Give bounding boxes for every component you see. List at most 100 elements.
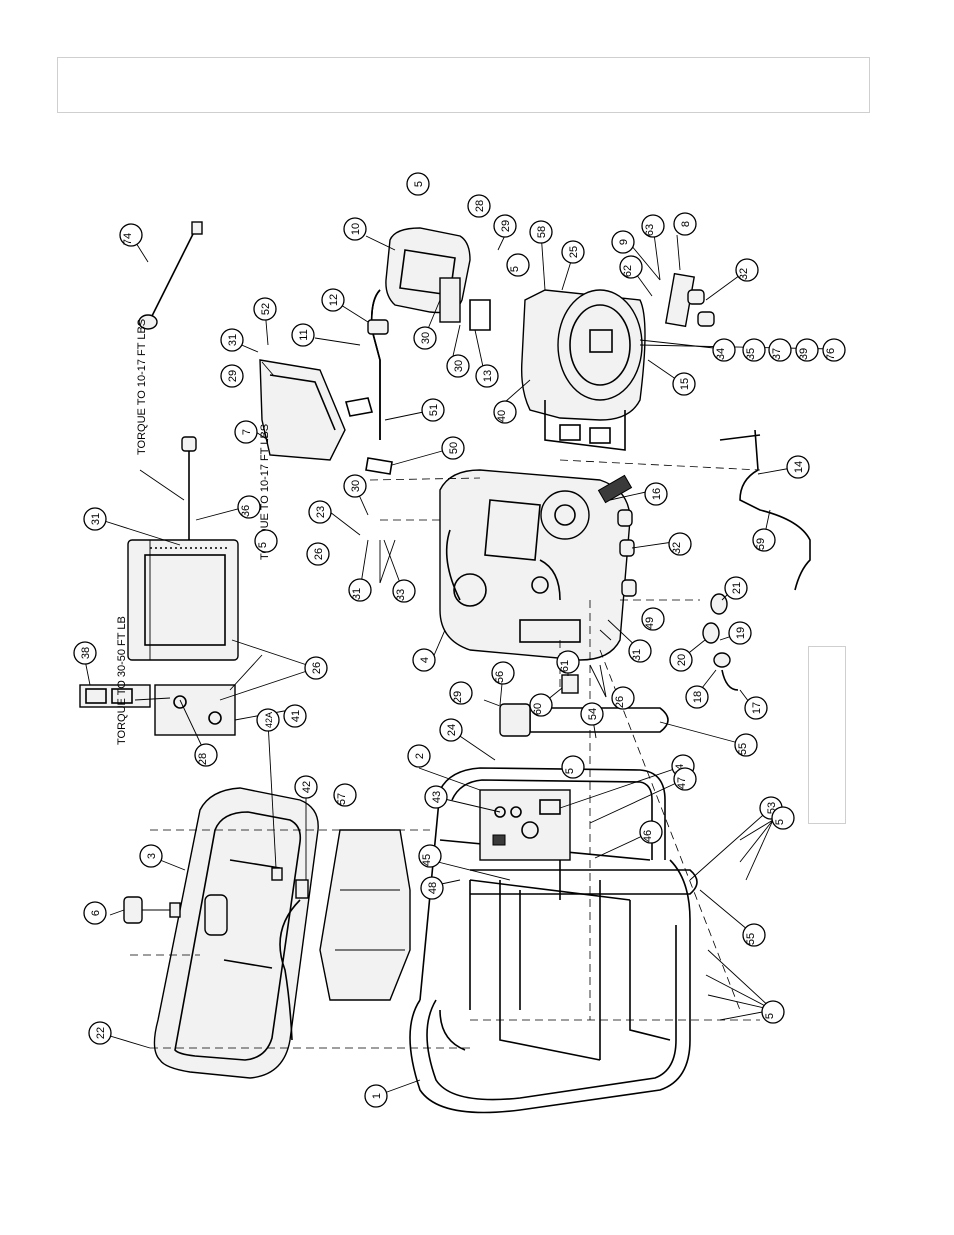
torque-note-2: TORQUE TO 10-17 FT LBS <box>259 424 271 560</box>
svg-text:59: 59 <box>755 538 767 550</box>
header-box <box>57 57 870 113</box>
frame-part <box>409 767 691 1114</box>
svg-text:13: 13 <box>482 370 494 382</box>
callout-3: 3 <box>139 844 163 868</box>
svg-text:61: 61 <box>559 660 571 672</box>
callout-43: 43 <box>424 785 448 809</box>
callout-31b: 31 <box>220 328 244 352</box>
callout-24: 24 <box>439 718 463 742</box>
svg-text:31: 31 <box>90 513 102 525</box>
callout-11: 11 <box>291 323 315 347</box>
svg-text:26: 26 <box>311 662 323 674</box>
callout-31d: 31 <box>628 639 652 663</box>
svg-text:26: 26 <box>614 696 626 708</box>
svg-text:35: 35 <box>745 348 757 360</box>
svg-text:30: 30 <box>453 360 465 372</box>
svg-text:63: 63 <box>644 224 656 236</box>
fuel-cap-part <box>123 896 181 924</box>
callout-29b: 29 <box>220 364 244 388</box>
svg-text:5: 5 <box>413 181 425 187</box>
svg-text:31: 31 <box>227 334 239 346</box>
svg-text:25: 25 <box>568 246 580 258</box>
control-panel-part <box>479 789 571 861</box>
svg-text:32: 32 <box>671 542 683 554</box>
callout-2: 2 <box>407 744 431 768</box>
callout-26a: 26 <box>304 656 328 680</box>
svg-text:37: 37 <box>771 348 783 360</box>
svg-text:20: 20 <box>676 654 688 666</box>
svg-text:22: 22 <box>95 1027 107 1039</box>
svg-text:16: 16 <box>651 488 663 500</box>
callout-17: 17 <box>744 696 768 720</box>
svg-text:29: 29 <box>452 691 464 703</box>
callout-5b: 5 <box>506 253 530 277</box>
callout-14: 14 <box>786 455 810 479</box>
svg-text:3: 3 <box>146 853 158 859</box>
svg-text:62: 62 <box>622 265 634 277</box>
callout-39: 39 <box>795 338 819 362</box>
svg-text:49: 49 <box>644 617 656 629</box>
svg-text:5: 5 <box>257 542 269 548</box>
callout-33: 33 <box>392 579 416 603</box>
side-label-box <box>808 646 846 824</box>
callout-36: 36 <box>237 495 261 519</box>
handle-part <box>470 703 698 900</box>
tank-shield-part <box>319 829 411 1001</box>
callout-5e: 5 <box>771 806 795 830</box>
fuel-hose-assembly-part <box>138 221 203 330</box>
svg-text:45: 45 <box>421 854 433 866</box>
callout-26b: 26 <box>306 542 330 566</box>
svg-text:23: 23 <box>315 506 327 518</box>
svg-text:24: 24 <box>446 724 458 736</box>
callout-21: 21 <box>724 576 748 600</box>
svg-text:74: 74 <box>122 233 134 245</box>
svg-text:31: 31 <box>351 588 363 600</box>
callout-10: 10 <box>343 217 367 241</box>
svg-text:51: 51 <box>428 404 440 416</box>
torque-notes: TORQUE TO 10-17 FT LBS TORQUE TO 10-17 F… <box>116 319 271 745</box>
svg-text:5: 5 <box>564 768 576 774</box>
svg-text:42A: 42A <box>264 712 274 728</box>
callout-49: 49 <box>641 607 665 631</box>
callout-16: 16 <box>644 482 668 506</box>
callout-57: 57 <box>333 783 357 807</box>
callout-58: 58 <box>529 220 553 244</box>
svg-text:21: 21 <box>731 582 743 594</box>
callout-47: 47 <box>673 767 697 791</box>
svg-text:32: 32 <box>738 268 750 280</box>
svg-text:18: 18 <box>692 691 704 703</box>
svg-text:33: 33 <box>395 589 407 601</box>
callout-5: 5 <box>406 172 430 196</box>
callout-15: 15 <box>672 372 696 396</box>
svg-text:2: 2 <box>414 753 426 759</box>
svg-text:43: 43 <box>431 791 443 803</box>
callout-26c: 26 <box>611 686 635 710</box>
callout-48: 48 <box>420 876 444 900</box>
svg-text:6: 6 <box>90 910 102 916</box>
alternator-part <box>520 289 646 451</box>
svg-text:14: 14 <box>793 461 805 473</box>
callout-30c: 30 <box>413 326 437 350</box>
svg-text:52: 52 <box>260 303 272 315</box>
svg-text:1: 1 <box>371 1093 383 1099</box>
svg-text:5: 5 <box>764 1013 776 1019</box>
callouts: 1 2 3 4 5 6 7 8 9 10 11 12 13 14 15 16 1… <box>73 172 846 1108</box>
callout-32b: 32 <box>668 532 692 556</box>
torque-note-3: TORQUE TO 30-50 FT LB <box>116 616 128 745</box>
callout-52: 52 <box>253 297 277 321</box>
callout-55a: 55 <box>734 733 758 757</box>
callout-56: 56 <box>491 661 515 685</box>
callout-60: 60 <box>529 693 553 717</box>
fuel-line-part <box>271 867 309 1041</box>
callout-12: 12 <box>321 288 345 312</box>
svg-text:50: 50 <box>448 442 460 454</box>
callout-25: 25 <box>561 240 585 264</box>
svg-text:15: 15 <box>679 378 691 390</box>
callout-28a: 28 <box>467 194 491 218</box>
svg-text:9: 9 <box>618 239 630 245</box>
callout-54: 54 <box>580 702 604 726</box>
engine-shroud-part <box>79 539 239 736</box>
callout-23: 23 <box>308 500 332 524</box>
callout-59: 59 <box>752 528 776 552</box>
